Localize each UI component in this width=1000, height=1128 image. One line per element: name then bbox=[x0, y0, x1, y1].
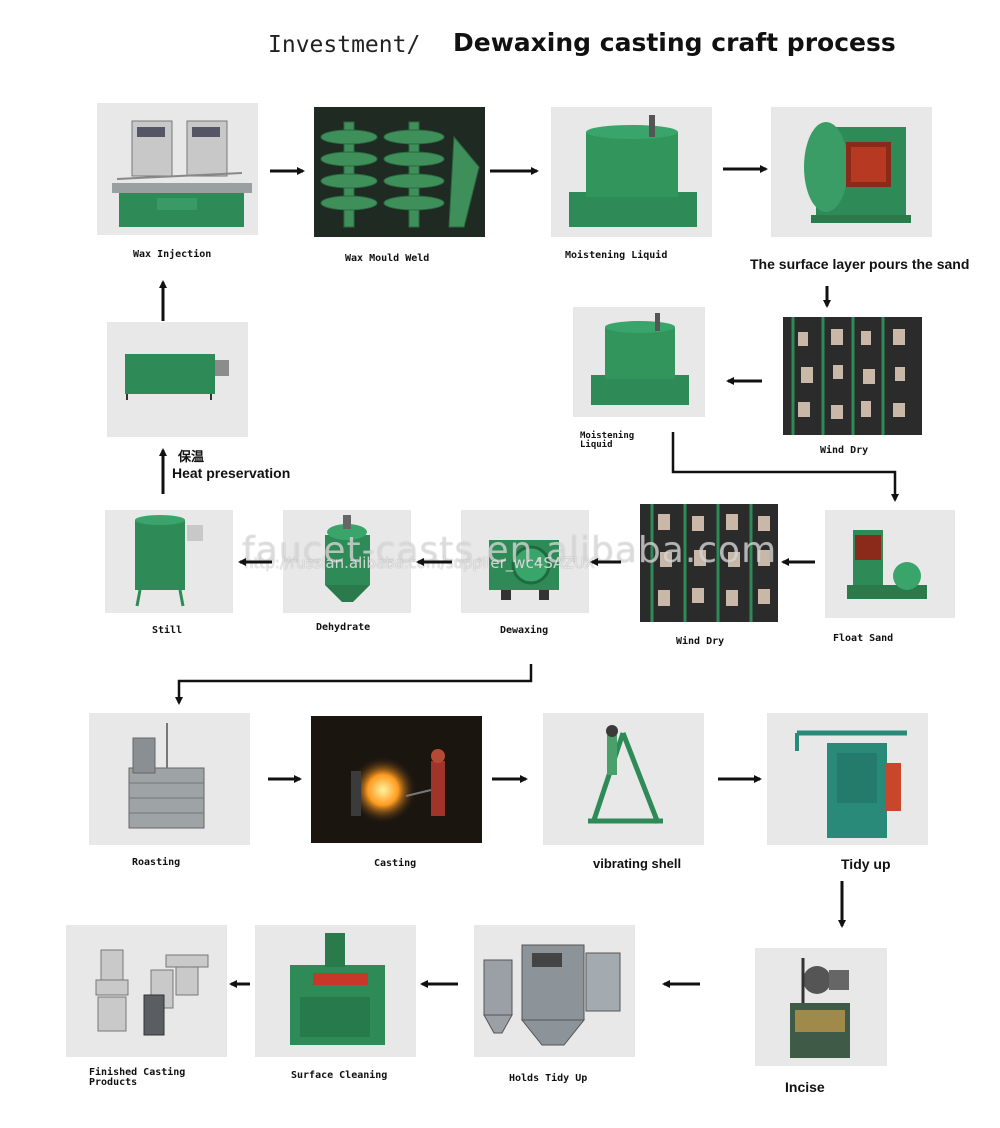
dehydrate-label: Dehydrate bbox=[316, 622, 371, 633]
vibrating-shell-label: vibrating shell bbox=[593, 856, 682, 871]
still-image bbox=[105, 510, 233, 613]
incise-image bbox=[755, 948, 887, 1066]
float-sand-label: Float Sand bbox=[833, 633, 894, 644]
wax-mould-weld-image bbox=[314, 107, 485, 237]
wax-mould-weld-label: Wax Mould Weld bbox=[345, 253, 430, 264]
dewaxing-image bbox=[461, 510, 589, 613]
roasting-image bbox=[89, 713, 250, 845]
wax-injection-label: Wax Injection bbox=[133, 249, 212, 260]
surface-cleaning-label: Surface Cleaning bbox=[291, 1070, 388, 1081]
surface-sand-image bbox=[771, 107, 932, 237]
casting-image bbox=[311, 716, 482, 843]
moistening-liquid-image-2 bbox=[573, 307, 705, 417]
wind-dry-image-2 bbox=[640, 504, 778, 622]
dehydrate-image bbox=[283, 510, 411, 613]
finished-products-label: Finished Casting Products bbox=[89, 1067, 186, 1088]
watermark-url: http://russian.alibaba.com/supplier_wc4S… bbox=[244, 554, 595, 572]
wind-dry-label-1: Wind Dry bbox=[820, 445, 869, 456]
title-prefix: Investment/ bbox=[268, 32, 421, 58]
heat-preservation-label: Heat preservation bbox=[172, 465, 291, 481]
surface-sand-label: The surface layer pours the sand bbox=[750, 256, 970, 272]
page-title: Dewaxing casting craft process bbox=[453, 28, 896, 57]
watermark: faucet-casts.en.alibaba.com bbox=[242, 530, 778, 571]
holds-tidy-up-label: Holds Tidy Up bbox=[509, 1073, 588, 1084]
float-sand-image bbox=[825, 510, 955, 618]
wind-dry-label-2: Wind Dry bbox=[676, 636, 725, 647]
vibrating-shell-image bbox=[543, 713, 704, 845]
heat-preservation-image bbox=[107, 322, 248, 437]
holds-tidy-up-image bbox=[474, 925, 635, 1057]
incise-label: Incise bbox=[785, 1079, 825, 1095]
tidy-up-label: Tidy up bbox=[841, 856, 891, 872]
wind-dry-image-1 bbox=[783, 317, 922, 435]
tidy-up-image bbox=[767, 713, 928, 845]
casting-label: Casting bbox=[374, 858, 417, 869]
dewaxing-label: Dewaxing bbox=[500, 625, 549, 636]
roasting-label: Roasting bbox=[132, 857, 181, 868]
still-label: Still bbox=[152, 625, 183, 636]
moistening-liquid-image-1 bbox=[551, 107, 712, 237]
moistening-liquid-label-1: Moistening Liquid bbox=[565, 250, 668, 261]
surface-cleaning-image bbox=[255, 925, 416, 1057]
finished-products-image bbox=[66, 925, 227, 1057]
wax-injection-image bbox=[97, 103, 258, 235]
moistening-liquid-label-2: Moistening Liquid bbox=[580, 431, 635, 450]
heat-preservation-cn-label: 保温 bbox=[178, 449, 205, 464]
